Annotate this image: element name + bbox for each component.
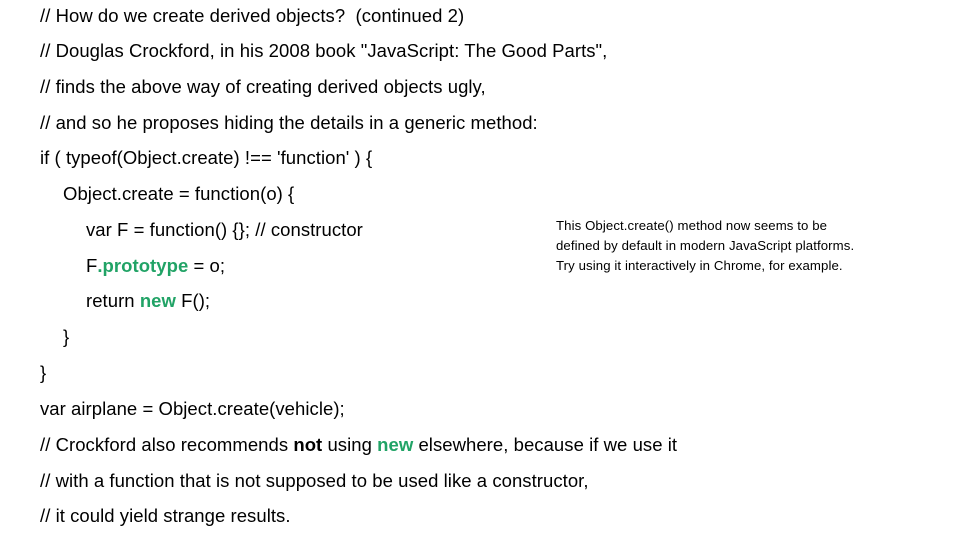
code-text: // Douglas Crockford, in his 2008 book "… xyxy=(40,40,608,61)
code-text: var F = function() {}; // constructor xyxy=(86,219,363,240)
side-note-line: Try using it interactively in Chrome, fo… xyxy=(556,258,843,274)
code-text: // How do we create derived objects? (co… xyxy=(40,5,465,26)
code-line: // Douglas Crockford, in his 2008 book "… xyxy=(40,40,607,62)
code-text: elsewhere, because if we use it xyxy=(413,434,678,455)
code-text: using xyxy=(322,434,378,455)
side-note-annotation: This Object.create() method now seems to… xyxy=(556,216,946,277)
code-line: // Crockford also recommends not using n… xyxy=(40,434,677,456)
code-line: // and so he proposes hiding the details… xyxy=(40,112,538,134)
code-text: Object.create = function(o) { xyxy=(63,183,295,204)
code-text: // with a function that is not supposed … xyxy=(40,470,589,491)
code-keyword: new xyxy=(377,434,414,455)
code-line: var airplane = Object.create(vehicle); xyxy=(40,398,345,420)
code-line: var F = function() {}; // constructor xyxy=(86,219,363,241)
code-text: // Crockford also recommends xyxy=(40,434,294,455)
code-text: // and so he proposes hiding the details… xyxy=(40,112,538,133)
code-text: // it could yield strange results. xyxy=(40,505,291,526)
code-text: } xyxy=(40,362,47,383)
code-text: // finds the above way of creating deriv… xyxy=(40,76,486,97)
code-line: if ( typeof(Object.create) !== 'function… xyxy=(40,147,372,169)
code-line: } xyxy=(40,362,46,384)
code-text: if ( typeof(Object.create) !== 'function… xyxy=(40,147,373,168)
code-emphasis: not xyxy=(293,434,323,455)
code-line: // with a function that is not supposed … xyxy=(40,470,589,492)
side-note-line: This Object.create() method now seems to… xyxy=(556,218,828,233)
code-text: F xyxy=(86,255,98,276)
code-text: } xyxy=(63,326,70,347)
code-line: // How do we create derived objects? (co… xyxy=(40,5,464,27)
code-text: return xyxy=(86,290,140,311)
code-text: = o; xyxy=(188,255,226,276)
code-line: F.prototype = o; xyxy=(86,255,225,277)
code-keyword: new xyxy=(139,290,176,311)
code-line: // it could yield strange results. xyxy=(40,505,291,527)
code-line: return new F(); xyxy=(86,290,210,312)
code-text: var airplane = Object.create(vehicle); xyxy=(40,398,345,419)
side-note-line: defined by default in modern JavaScript … xyxy=(556,238,855,254)
code-line: } xyxy=(63,326,69,348)
code-keyword: .prototype xyxy=(97,255,189,276)
code-text: F(); xyxy=(175,290,211,311)
code-line: // finds the above way of creating deriv… xyxy=(40,76,486,98)
code-line: Object.create = function(o) { xyxy=(63,183,294,205)
